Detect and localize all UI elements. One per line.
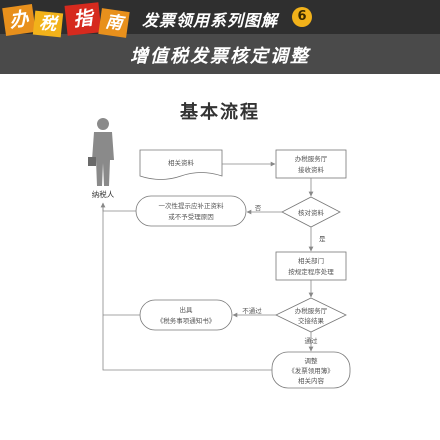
edge-adjust-to-taxpayer <box>100 202 272 371</box>
adjust-text-3: 相关内容 <box>298 376 325 385</box>
dept-text-2: 按规定程序处理 <box>288 267 334 276</box>
notify-text-1: 一次性提示应补正资料 <box>159 201 225 210</box>
notify-box <box>135 195 247 227</box>
issue-box <box>139 299 233 331</box>
hall-receive-text-2: 接收资料 <box>298 165 325 174</box>
header-banner: 办 税 指 南 发票领用系列图解 6 增值税发票核定调整 <box>0 0 440 74</box>
dept-box <box>275 251 347 281</box>
flow-heading: 基本流程 <box>180 102 260 123</box>
hall-notify-text-2: 交接结果 <box>298 316 325 325</box>
edge-label-passed: 通过 <box>305 336 319 345</box>
adjust-text-2: 《发票领用簿》 <box>288 366 334 375</box>
hall-receive-text-1: 办税服务厅 <box>295 154 328 163</box>
hall-notify-text-1: 办税服务厅 <box>295 306 328 315</box>
main-title: 增值税发票核定调整 <box>130 46 310 67</box>
materials-document-shape <box>139 149 223 180</box>
issue-text-1: 出具 <box>180 305 194 314</box>
banner-bottom-strip <box>0 34 440 74</box>
series-number-badge: 6 <box>292 7 312 27</box>
notify-text-2: 或不予受理原因 <box>168 212 214 221</box>
hall-notify-diamond <box>275 297 347 333</box>
taxpayer-person-icon <box>88 118 114 186</box>
series-title: 发票领用系列图解 <box>142 11 279 30</box>
person-label: 纳税人 <box>92 189 115 199</box>
edge-label-no: 否 <box>255 204 262 212</box>
edge-label-yes: 是 <box>319 235 326 243</box>
check-text: 核对资料 <box>298 208 325 217</box>
edge-label-not-passed: 不通过 <box>242 306 262 315</box>
materials-text: 相关资料 <box>168 158 195 167</box>
edge-notify-to-taxpayer <box>102 205 136 212</box>
issue-text-2: 《税务事项通知书》 <box>157 316 216 325</box>
dept-text-1: 相关部门 <box>298 256 324 265</box>
adjust-text-1: 调整 <box>305 356 319 365</box>
